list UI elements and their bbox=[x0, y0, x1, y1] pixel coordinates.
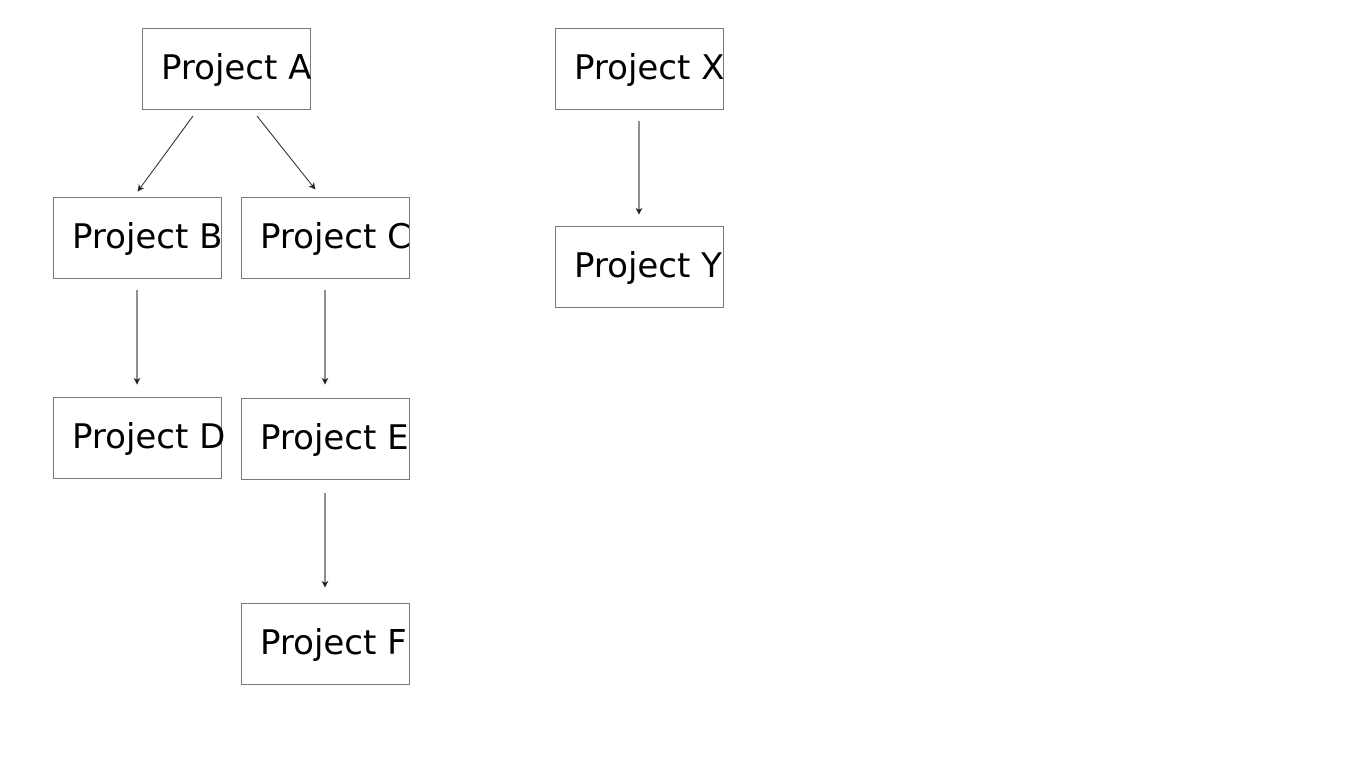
node-project-e[interactable]: Project E bbox=[241, 398, 410, 480]
node-label: Project B bbox=[72, 217, 223, 257]
node-label: Project F bbox=[260, 623, 407, 663]
node-project-y[interactable]: Project Y bbox=[555, 226, 724, 308]
node-label: Project C bbox=[260, 217, 411, 257]
node-label: Project D bbox=[72, 417, 226, 457]
node-project-d[interactable]: Project D bbox=[53, 397, 226, 479]
node-label: Project E bbox=[260, 418, 409, 458]
node-project-c[interactable]: Project C bbox=[241, 197, 411, 279]
node-label: Project X bbox=[574, 48, 725, 88]
edge-project-a-to-project-b bbox=[137, 115, 194, 192]
node-project-f[interactable]: Project F bbox=[241, 603, 410, 685]
node-label: Project A bbox=[161, 48, 312, 88]
node-project-x[interactable]: Project X bbox=[555, 28, 724, 110]
node-project-b[interactable]: Project B bbox=[53, 197, 222, 279]
node-project-a[interactable]: Project A bbox=[142, 28, 311, 110]
edge-project-a-to-project-c bbox=[256, 115, 316, 190]
node-label: Project Y bbox=[574, 246, 722, 286]
